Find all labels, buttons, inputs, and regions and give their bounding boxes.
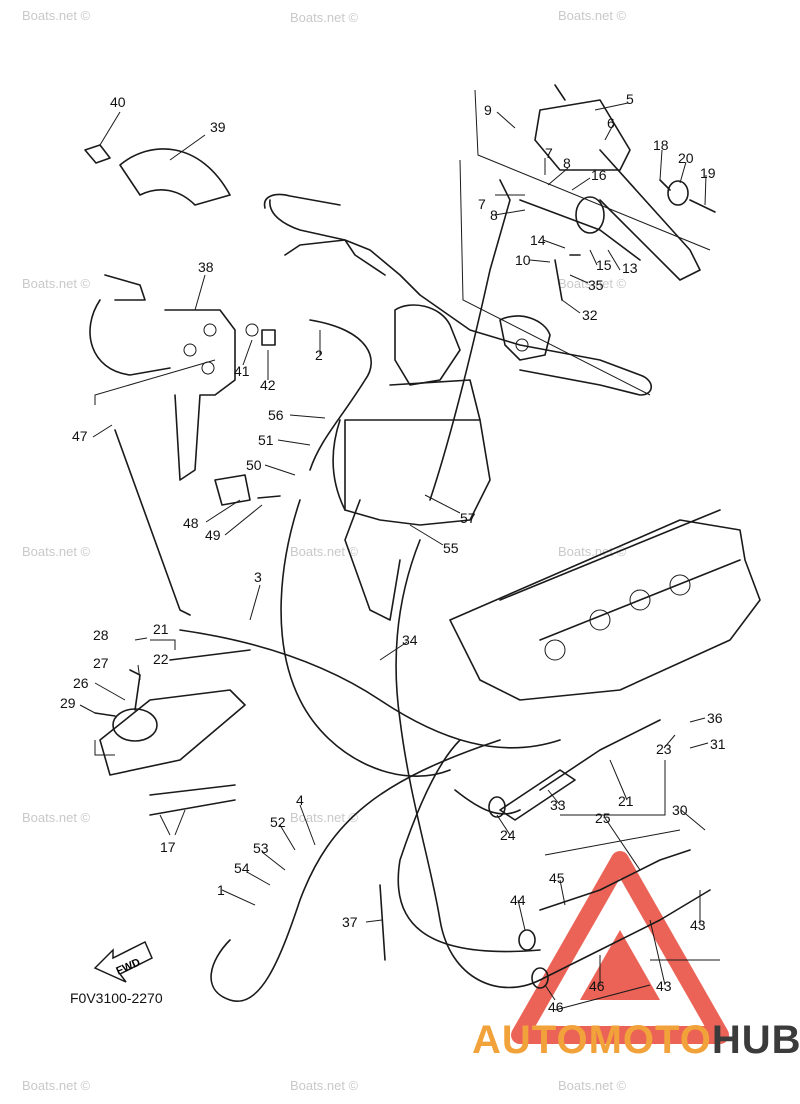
callout-numbers-extra: 7 8 43 46 xyxy=(478,196,672,1015)
callout-numbers: 40 39 38 41 42 47 48 49 3 28 21 22 27 26… xyxy=(60,91,726,994)
callout-label: 53 xyxy=(253,840,269,856)
watermark: Boats.net © xyxy=(290,10,359,25)
callout-label: 22 xyxy=(153,651,169,667)
callout-label: 16 xyxy=(591,167,607,183)
callout-label: 19 xyxy=(700,165,716,181)
callout-label: 46 xyxy=(589,978,605,994)
watermark: Boats.net © xyxy=(290,810,359,825)
watermark: Boats.net © xyxy=(558,544,627,559)
callout-label: 28 xyxy=(93,627,109,643)
switch-assembly xyxy=(519,84,716,301)
callout-label: 24 xyxy=(500,827,516,843)
callout-label: 29 xyxy=(60,695,76,711)
callout-label: 44 xyxy=(510,892,526,908)
callout-label: 1 xyxy=(217,882,225,898)
callout-label: 5 xyxy=(626,91,634,107)
callout-label: 46 xyxy=(548,999,564,1015)
callout-label: 37 xyxy=(342,914,358,930)
control-cables xyxy=(114,179,561,1003)
callout-label: 32 xyxy=(582,307,598,323)
callout-label: 17 xyxy=(160,839,176,855)
cable-end-fittings xyxy=(379,719,711,989)
watermark: Boats.net © xyxy=(22,1078,91,1093)
watermark: Boats.net © xyxy=(558,1078,627,1093)
callout-label: 45 xyxy=(549,870,565,886)
callout-label: 18 xyxy=(653,137,669,153)
watermark: Boats.net © xyxy=(22,810,91,825)
callout-label: 54 xyxy=(234,860,250,876)
callout-label: 25 xyxy=(595,810,611,826)
watermark: Boats.net © xyxy=(22,8,91,23)
handlebar xyxy=(263,193,653,396)
callout-label: 9 xyxy=(484,102,492,118)
callout-label: 57 xyxy=(460,510,476,526)
steering-column xyxy=(332,379,491,621)
callout-label: 50 xyxy=(246,457,262,473)
callout-label: 10 xyxy=(515,252,531,268)
brand-part2: HUB xyxy=(711,1018,800,1062)
callout-label: 15 xyxy=(596,257,612,273)
diagram-code: F0V3100-2270 xyxy=(70,990,163,1006)
callout-label: 20 xyxy=(678,150,694,166)
callout-label: 21 xyxy=(153,621,169,637)
callout-label: 41 xyxy=(234,363,250,379)
callout-label: 23 xyxy=(656,741,672,757)
callout-label: 13 xyxy=(622,260,638,276)
callout-label: 55 xyxy=(443,540,459,556)
watermark: Boats.net © xyxy=(290,1078,359,1093)
callout-label: 56 xyxy=(268,407,284,423)
forward-arrow-icon: FWD xyxy=(93,940,153,983)
watermark: Boats.net © xyxy=(558,8,627,23)
callout-label: 3 xyxy=(254,569,262,585)
callout-label: 43 xyxy=(656,978,672,994)
watermark: Boats.net © xyxy=(22,276,91,291)
bracket-lines xyxy=(94,89,720,1011)
callout-label: 2 xyxy=(315,347,323,363)
callout-label: 48 xyxy=(183,515,199,531)
callout-label: 27 xyxy=(93,655,109,671)
callout-label: 8 xyxy=(490,207,498,223)
watermark: Boats.net © xyxy=(290,544,359,559)
callout-label: 47 xyxy=(72,428,88,444)
brand-logo: AUTOMOTOHUB xyxy=(472,1018,800,1063)
callout-label: 7 xyxy=(478,196,486,212)
callout-label: 38 xyxy=(198,259,214,275)
callout-leaders xyxy=(79,102,709,1001)
callout-label: 6 xyxy=(607,115,615,131)
callout-label: 42 xyxy=(260,377,276,393)
brand-part1: AUTOMOTO xyxy=(472,1018,712,1062)
throttle-lever-assembly xyxy=(84,144,281,506)
callout-label: 8 xyxy=(563,155,571,171)
callout-label: 43 xyxy=(690,917,706,933)
reverse-lever-mechanism xyxy=(94,649,251,816)
watermark: Boats.net © xyxy=(558,276,627,291)
callout-label: 14 xyxy=(530,232,546,248)
engine-block xyxy=(449,509,761,701)
callout-label: 49 xyxy=(205,527,221,543)
callout-label: 7 xyxy=(545,145,553,161)
callout-label: 31 xyxy=(710,736,726,752)
callout-label: 39 xyxy=(210,119,226,135)
callout-label: 26 xyxy=(73,675,89,691)
watermarks: Boats.net © Boats.net © Boats.net © Boat… xyxy=(22,8,627,1093)
callout-label: 52 xyxy=(270,814,286,830)
callout-label: 51 xyxy=(258,432,274,448)
callout-label: 30 xyxy=(672,802,688,818)
callout-label: 33 xyxy=(550,797,566,813)
callout-label: 40 xyxy=(110,94,126,110)
callout-label: 4 xyxy=(296,792,304,808)
callout-label: 34 xyxy=(402,632,418,648)
callout-label: 35 xyxy=(588,277,604,293)
callout-label: 21 xyxy=(618,793,634,809)
callout-label: 36 xyxy=(707,710,723,726)
watermark: Boats.net © xyxy=(22,544,91,559)
